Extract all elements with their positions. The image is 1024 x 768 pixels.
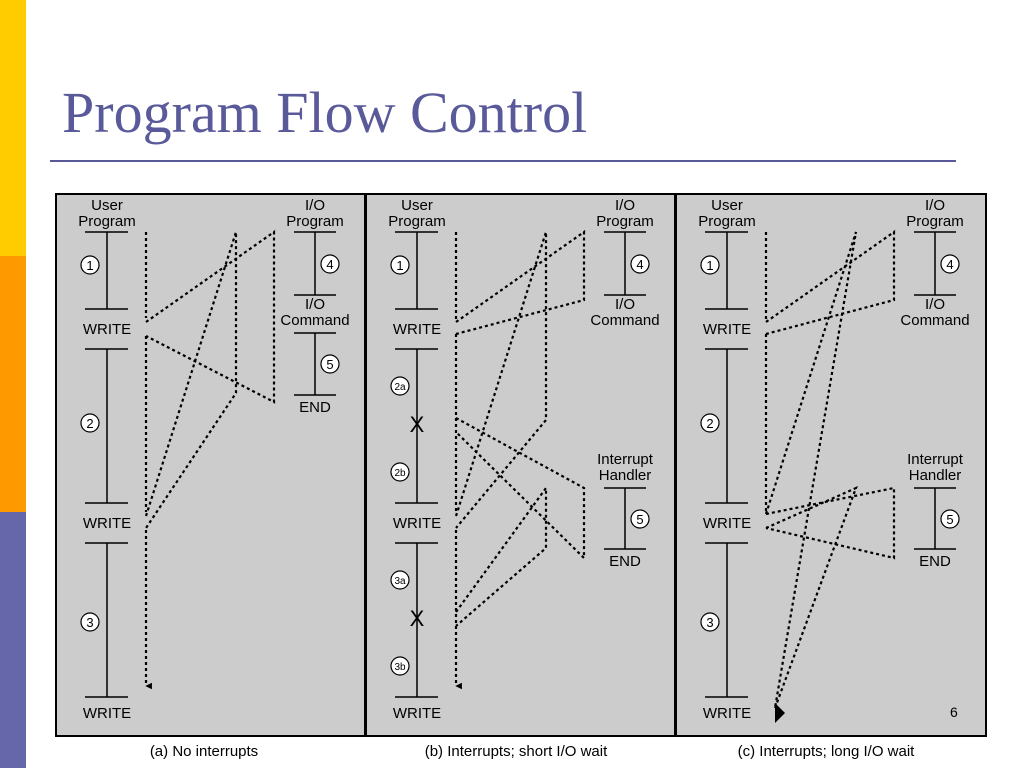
user-program-timeline	[85, 231, 128, 698]
write-label: WRITE	[703, 321, 751, 338]
segment-marker-4: 4	[630, 254, 650, 274]
io-program-timeline	[604, 231, 646, 296]
write-label: WRITE	[83, 705, 131, 722]
interrupt-mark: X	[410, 606, 425, 631]
write-label: WRITE	[703, 705, 751, 722]
svg-text:3b: 3b	[394, 662, 406, 673]
svg-text:2a: 2a	[394, 382, 406, 393]
svg-text:1: 1	[86, 258, 93, 273]
svg-text:4: 4	[946, 257, 953, 272]
svg-text:2: 2	[86, 416, 93, 431]
control-flow-lines	[144, 229, 276, 690]
caption-c: (c) Interrupts; long I/O wait	[738, 743, 916, 760]
segment-marker-2: 2	[80, 413, 100, 433]
end-arrow-icon	[775, 703, 785, 723]
segment-marker-2b: 2b	[390, 462, 410, 482]
caption-a: (a) No interrupts	[150, 743, 258, 760]
segment-marker-4: 4	[940, 254, 960, 274]
svg-text:1: 1	[396, 258, 403, 273]
svg-text:4: 4	[636, 257, 643, 272]
segment-marker-5: 5	[320, 354, 340, 374]
slide-title: Program Flow Control	[62, 80, 588, 145]
panel-a-background	[55, 193, 366, 737]
write-label: WRITE	[83, 515, 131, 532]
io-program-timeline	[914, 231, 956, 296]
control-flow-lines	[454, 229, 586, 690]
write-label: WRITE	[83, 321, 131, 338]
segment-marker-2a: 2a	[390, 376, 410, 396]
svg-text:5: 5	[326, 357, 333, 372]
write-label: WRITE	[703, 515, 751, 532]
accent-bar-orange	[0, 256, 26, 512]
svg-text:2: 2	[706, 416, 713, 431]
segment-marker-5: 5	[630, 509, 650, 529]
segment-marker-4: 4	[320, 254, 340, 274]
control-flow-lines	[764, 229, 896, 709]
segment-marker-1: 1	[390, 255, 410, 275]
segment-marker-1: 1	[700, 255, 720, 275]
svg-text:3: 3	[706, 615, 713, 630]
segment-marker-3a: 3a	[390, 570, 410, 590]
segment-marker-1: 1	[80, 255, 100, 275]
svg-text:5: 5	[946, 512, 953, 527]
user-program-timeline	[705, 231, 748, 698]
segment-marker-3: 3	[80, 612, 100, 632]
interrupt-handler-timeline	[604, 487, 646, 550]
accent-bar-yellow	[0, 0, 26, 256]
segment-marker-2: 2	[700, 413, 720, 433]
interrupt-handler-timeline	[914, 487, 956, 550]
segment-marker-3b: 3b	[390, 656, 410, 676]
write-label: WRITE	[393, 321, 441, 338]
interrupt-mark: X	[410, 412, 425, 437]
caption-b: (b) Interrupts; short I/O wait	[425, 743, 608, 760]
svg-text:4: 4	[326, 257, 333, 272]
svg-text:1: 1	[706, 258, 713, 273]
segment-marker-5: 5	[940, 509, 960, 529]
svg-text:5: 5	[636, 512, 643, 527]
accent-bar-blue	[0, 512, 26, 768]
svg-text:2b: 2b	[394, 468, 406, 479]
io-program-timeline	[294, 231, 336, 396]
write-label: WRITE	[393, 515, 441, 532]
svg-text:3: 3	[86, 615, 93, 630]
end-label: END	[919, 553, 951, 570]
svg-text:3a: 3a	[394, 576, 406, 587]
title-divider	[50, 160, 956, 162]
user-program-timeline	[395, 231, 438, 698]
segment-marker-3: 3	[700, 612, 720, 632]
end-label: END	[609, 553, 641, 570]
write-label: WRITE	[393, 705, 441, 722]
slide-number: 6	[950, 704, 958, 720]
end-label: END	[299, 399, 331, 416]
